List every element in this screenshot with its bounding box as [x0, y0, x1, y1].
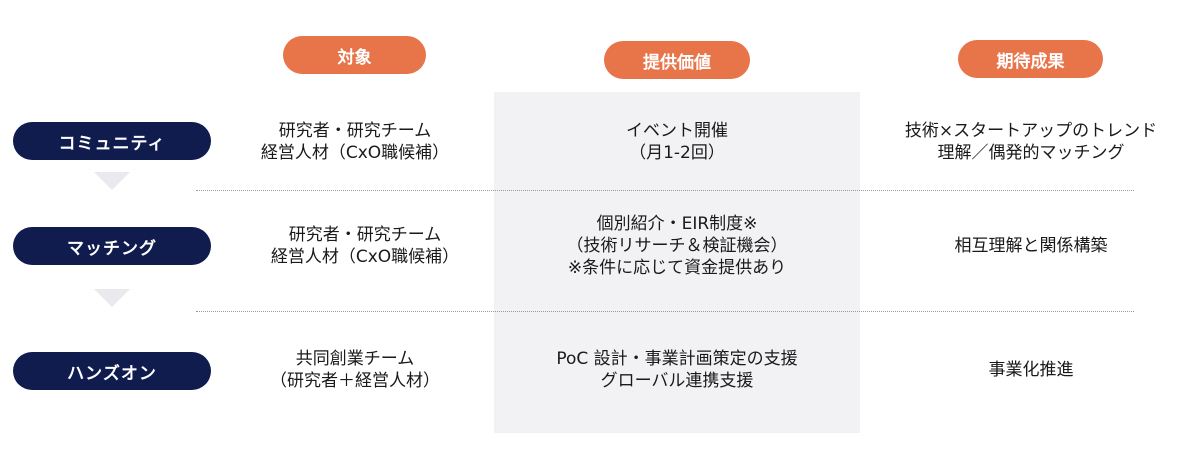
down-arrow-icon — [94, 172, 130, 190]
stage-matching: マッチング — [13, 227, 211, 265]
row1-outcome: 技術×スタートアップのトレンド 理解／偶発的マッチング — [870, 110, 1192, 174]
text-line: 相互理解と関係構築 — [954, 236, 1108, 256]
text-line: （研究者＋経営人材） — [270, 371, 440, 391]
row2-outcome: 相互理解と関係構築 — [870, 230, 1192, 262]
stage-handson: ハンズオン — [13, 352, 211, 390]
text-line: 理解／偶発的マッチング — [937, 143, 1125, 163]
row3-value: PoC 設計・事業計画策定の支援 グローバル連携支援 — [494, 338, 860, 402]
header-target: 対象 — [283, 36, 426, 74]
text-line: 個別紹介・EIR制度※ — [596, 214, 758, 234]
text-line: 事業化推進 — [988, 360, 1074, 380]
text-line: 経営人材（CxO職候補） — [270, 247, 460, 267]
text-line: ※条件に応じて資金提供あり — [567, 258, 787, 278]
value-column-panel — [494, 92, 860, 433]
text-line: PoC 設計・事業計画策定の支援 — [556, 349, 798, 369]
text-line: 研究者・研究チーム — [288, 225, 442, 245]
header-outcome: 期待成果 — [958, 40, 1103, 78]
row1-value: イベント開催 （月1-2回） — [494, 110, 860, 174]
stage-community: コミュニティ — [13, 122, 211, 160]
text-line: 経営人材（CxO職候補） — [260, 143, 450, 163]
text-line: 共同創業チーム — [295, 349, 415, 369]
row-divider — [196, 311, 1134, 312]
text-line: （技術リサーチ＆検証機会） — [566, 236, 788, 256]
down-arrow-icon — [94, 289, 130, 307]
text-line: 技術×スタートアップのトレンド — [904, 121, 1158, 141]
text-line: 研究者・研究チーム — [278, 121, 432, 141]
row1-target: 研究者・研究チーム 経営人材（CxO職候補） — [230, 110, 480, 174]
row2-target: 研究者・研究チーム 経営人材（CxO職候補） — [240, 214, 490, 278]
header-value: 提供価値 — [604, 41, 750, 79]
row3-target: 共同創業チーム （研究者＋経営人材） — [230, 338, 480, 402]
text-line: グローバル連携支援 — [600, 371, 754, 391]
row3-outcome: 事業化推進 — [870, 354, 1192, 386]
row-divider — [196, 190, 1134, 191]
row2-value: 個別紹介・EIR制度※ （技術リサーチ＆検証機会） ※条件に応じて資金提供あり — [494, 206, 860, 286]
text-line: （月1-2回） — [629, 143, 725, 163]
text-line: イベント開催 — [626, 121, 728, 141]
